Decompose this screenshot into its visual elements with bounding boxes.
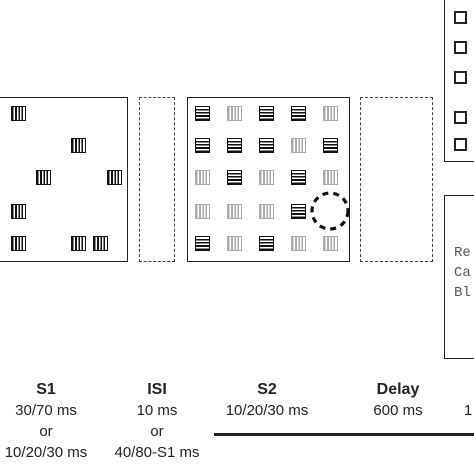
s2-horizontal-grating: [259, 236, 274, 251]
s2-gray-vertical-grating: [227, 106, 242, 121]
phase-response-line-1: 1: [463, 402, 473, 419]
phase-s2-title: S2: [257, 381, 277, 398]
s2-horizontal-grating: [227, 138, 242, 153]
s2-horizontal-grating: [227, 170, 242, 185]
phase-s1-title: S1: [36, 381, 56, 398]
response-checkbox-5[interactable]: [454, 138, 467, 151]
s1-vertical-grating: [11, 106, 26, 121]
s2-gray-vertical-grating: [323, 106, 338, 121]
response-box-panel: [444, 0, 474, 162]
s2-gray-vertical-grating: [259, 170, 274, 185]
isi-blank-frame: [139, 97, 175, 262]
phase-isi-title: ISI: [147, 381, 167, 398]
s2-gray-vertical-grating: [323, 236, 338, 251]
phase-isi-line-2: or: [150, 423, 164, 440]
s2-gray-vertical-grating: [259, 204, 274, 219]
s1-vertical-grating: [36, 170, 51, 185]
s1-vertical-grating: [107, 170, 122, 185]
s2-horizontal-grating: [259, 106, 274, 121]
response-text-line-2: Ca: [454, 265, 471, 281]
phase-s1-line-2: or: [39, 423, 53, 440]
response-checkbox-4[interactable]: [454, 111, 467, 124]
s2-horizontal-grating: [195, 236, 210, 251]
phase-delay-title: Delay: [376, 381, 420, 398]
dashed-circle-icon: [310, 191, 350, 231]
s2-gray-vertical-grating: [195, 204, 210, 219]
phase-isi-line-3: 40/80-S1 ms: [114, 444, 200, 461]
delay-blank-frame: [360, 97, 433, 262]
s2-horizontal-grating: [291, 170, 306, 185]
timeline-line: [214, 433, 474, 436]
s1-stimulus-frame: [0, 97, 128, 262]
phase-delay-line-1: 600 ms: [373, 402, 423, 419]
response-checkbox-2[interactable]: [454, 41, 467, 54]
s2-gray-vertical-grating: [195, 170, 210, 185]
phase-isi-line-1: 10 ms: [136, 402, 178, 419]
s2-gray-vertical-grating: [291, 138, 306, 153]
s1-vertical-grating: [71, 236, 86, 251]
s2-horizontal-grating: [259, 138, 274, 153]
s2-horizontal-grating: [291, 106, 306, 121]
s2-stimulus-frame: [187, 97, 350, 262]
phase-s1-line-1: 30/70 ms: [15, 402, 77, 419]
s2-horizontal-grating: [195, 138, 210, 153]
s1-vertical-grating: [11, 204, 26, 219]
response-text-panel: Re Ca Bl: [444, 195, 474, 359]
s1-vertical-grating: [93, 236, 108, 251]
s2-horizontal-grating: [291, 204, 306, 219]
s2-gray-vertical-grating: [291, 236, 306, 251]
response-text-line-3: Bl: [454, 285, 471, 301]
s2-gray-vertical-grating: [227, 204, 242, 219]
s2-horizontal-grating: [323, 138, 338, 153]
phase-s2-line-1: 10/20/30 ms: [225, 402, 309, 419]
response-checkbox-3[interactable]: [454, 71, 467, 84]
s2-horizontal-grating: [195, 106, 210, 121]
s2-gray-vertical-grating: [227, 236, 242, 251]
response-text-line-1: Re: [454, 245, 471, 261]
phase-s1-line-3: 10/20/30 ms: [4, 444, 88, 461]
s2-gray-vertical-grating: [323, 170, 338, 185]
response-checkbox-1[interactable]: [454, 11, 467, 24]
s1-vertical-grating: [11, 236, 26, 251]
s1-vertical-grating: [71, 138, 86, 153]
